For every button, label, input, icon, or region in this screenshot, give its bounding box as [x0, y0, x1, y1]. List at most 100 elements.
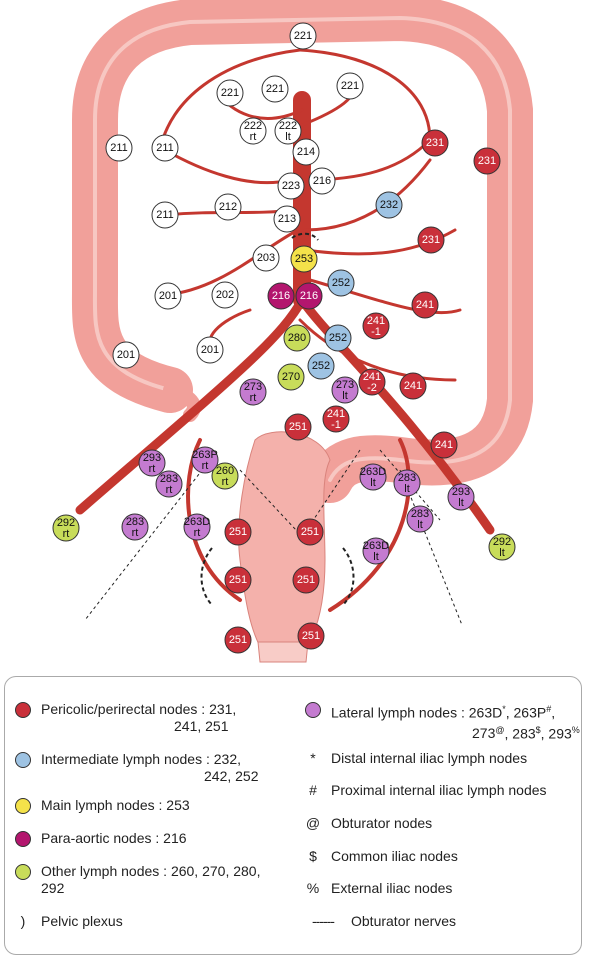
lymph-node-241: 241	[430, 431, 458, 459]
node-label: 252	[329, 332, 347, 344]
lymph-node-216: 216	[308, 167, 336, 195]
at-icon: @	[305, 815, 321, 831]
node-label: 293	[143, 452, 161, 464]
node-circle	[224, 626, 252, 654]
node-label: 221	[266, 83, 284, 95]
lymph-node-251: 251	[224, 626, 252, 654]
node-label: 283	[160, 473, 178, 485]
lateral-sup-distal: *	[502, 704, 506, 714]
node-label: -1	[331, 419, 341, 431]
node-label: 201	[201, 344, 219, 356]
legend-item-pelvic-plexus: ) Pelvic plexus	[15, 913, 123, 930]
node-label: 221	[341, 80, 359, 92]
node-circle	[411, 291, 439, 319]
node-label: 263P	[192, 449, 218, 461]
node-circle	[289, 22, 317, 50]
node-circle	[331, 376, 359, 404]
lymph-node-221: 221	[336, 72, 364, 100]
legend-item-proximal: # Proximal internal iliac lymph nodes	[305, 782, 547, 799]
legend-dot-paraaortic	[15, 831, 31, 847]
node-circle	[274, 117, 302, 145]
node-label: 292	[493, 536, 511, 548]
legend-label-obturator: Obturator nodes	[331, 815, 433, 831]
node-circle	[121, 513, 149, 541]
node-label: 211	[156, 142, 174, 154]
node-label: rt	[194, 527, 201, 539]
node-label: 252	[312, 360, 330, 372]
node-circle	[393, 469, 421, 497]
legend-dot-other	[15, 864, 31, 880]
node-label: 212	[219, 201, 237, 213]
pelvic-plexus-icon: )	[20, 913, 26, 929]
lymph-node-223: 223	[277, 172, 305, 200]
lymph-node-280: 280	[283, 324, 311, 352]
node-label: 216	[300, 290, 318, 302]
dashed-line-icon: ------	[312, 913, 335, 929]
lymph-node-241--2: 241-2	[358, 368, 386, 396]
node-label: lt	[404, 483, 410, 495]
node-circle	[277, 172, 305, 200]
node-label: 214	[297, 146, 315, 158]
node-circle	[283, 324, 311, 352]
lateral-sup-external: %	[571, 724, 580, 735]
legend-dot-pericolic	[15, 702, 31, 718]
legend-item-lateral: Lateral lymph nodes : 263D*, 263P#, 273@…	[305, 701, 580, 742]
lateral-line2a: 273	[472, 725, 496, 742]
node-label: lt	[499, 547, 505, 559]
lymph-node-221: 221	[216, 79, 244, 107]
lymph-node-241: 241	[399, 372, 427, 400]
legend-item-intermediate: Intermediate lymph nodes : 232, 242, 252	[15, 751, 259, 785]
lymph-node-216: 216	[295, 282, 323, 310]
node-label: rt	[250, 131, 257, 143]
node-label: 211	[156, 209, 174, 221]
node-circle	[399, 372, 427, 400]
node-label: 201	[159, 290, 177, 302]
node-label: 251	[302, 630, 320, 642]
asterisk-icon: *	[310, 750, 316, 766]
node-label: 251	[297, 574, 315, 586]
lymph-node-201: 201	[112, 341, 140, 369]
node-label: 231	[426, 137, 444, 149]
lymph-node-201: 201	[154, 282, 182, 310]
node-label: 251	[229, 634, 247, 646]
node-label: 223	[282, 180, 300, 192]
node-label: lt	[458, 497, 464, 509]
node-label: 241	[404, 380, 422, 392]
node-label: 221	[294, 30, 312, 42]
node-circle	[216, 79, 244, 107]
node-label: lt	[370, 477, 376, 489]
node-circle	[105, 134, 133, 162]
node-circle	[406, 505, 434, 533]
lateral-sup-obturator: @	[495, 724, 505, 735]
legend-label-common: Common iliac nodes	[331, 848, 458, 864]
lymph-node-221: 221	[289, 22, 317, 50]
node-circle	[292, 566, 320, 594]
percent-icon: %	[306, 880, 320, 896]
node-circle	[324, 324, 352, 352]
legend-item-common-iliac: $ Common iliac nodes	[305, 848, 458, 865]
legend-label-pericolic: Pericolic/perirectal nodes : 231,	[41, 701, 237, 717]
node-label: lt	[285, 131, 291, 143]
legend-item-paraaortic: Para-aortic nodes : 216	[15, 830, 187, 847]
node-label: 260	[216, 465, 234, 477]
node-label: 231	[422, 234, 440, 246]
node-label: 241	[435, 439, 453, 451]
node-circle	[211, 281, 239, 309]
node-circle	[295, 282, 323, 310]
node-label: 252	[332, 277, 350, 289]
legend-label-proximal: Proximal internal iliac lymph nodes	[331, 782, 547, 798]
node-circle	[224, 518, 252, 546]
legend-item-obturator-nerves: ------ Obturator nerves	[305, 913, 456, 930]
legend-label-intermediate-line2: 242, 252	[204, 768, 259, 784]
node-label: 216	[272, 290, 290, 302]
lymph-node-221: 221	[261, 75, 289, 103]
node-label: 211	[110, 142, 128, 154]
